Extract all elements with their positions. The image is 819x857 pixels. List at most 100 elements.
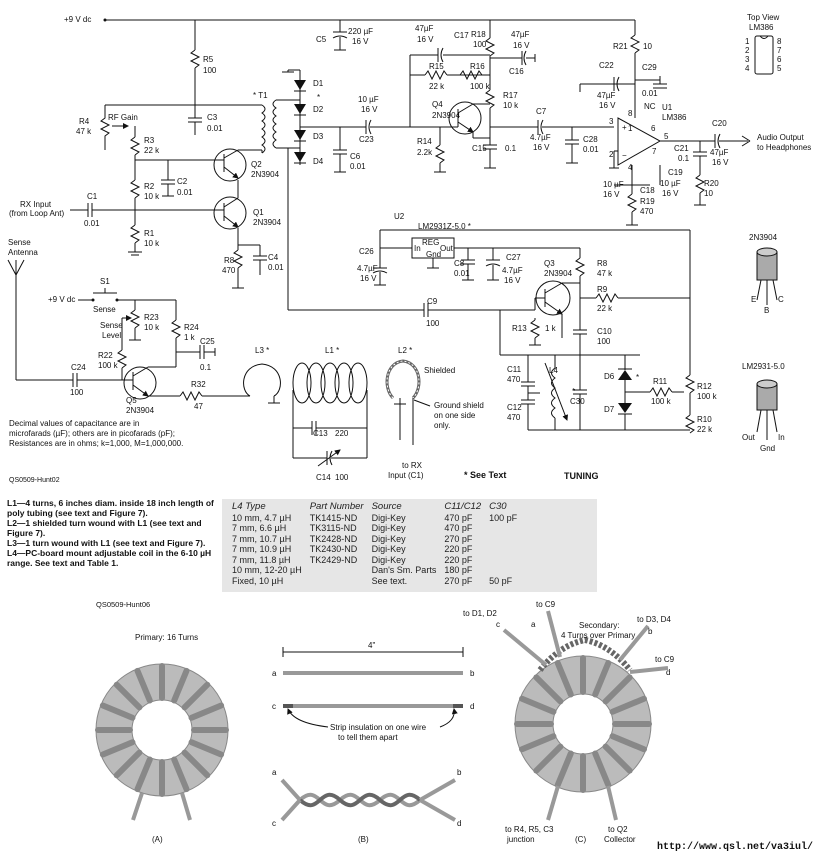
svg-text:R11: R11 (653, 377, 668, 386)
note-l2: L2—1 shielded turn wound with L1 (see te… (7, 518, 202, 538)
svg-text:+: + (622, 123, 627, 132)
r21-section: R21 10 C22 47µF 16 V C29 0.01 (579, 20, 667, 118)
svg-text:16 V: 16 V (360, 274, 377, 283)
table-cell: 7 mm, 10.9 µH (232, 544, 292, 554)
svg-text:2N3904: 2N3904 (251, 170, 280, 179)
svg-text:TUNING: TUNING (564, 471, 599, 481)
c4-capacitor: C4 0.01 (238, 244, 284, 275)
svg-text:C26: C26 (359, 247, 374, 256)
q2-transistor: Q2 2N3904 (213, 148, 280, 182)
svg-text:10 µF: 10 µF (603, 180, 624, 189)
svg-text:c: c (496, 620, 500, 629)
svg-text:R9: R9 (597, 285, 608, 294)
r8-emitter: R8 470 (222, 249, 244, 289)
svg-text:1 k: 1 k (545, 324, 557, 333)
svg-text:NC: NC (644, 102, 656, 111)
svg-text:470: 470 (222, 266, 236, 275)
svg-text:4: 4 (745, 64, 750, 73)
svg-text:L3 *: L3 * (255, 346, 269, 355)
svg-text:LM2931-5.0: LM2931-5.0 (742, 362, 785, 371)
svg-text:to D1, D2: to D1, D2 (463, 609, 497, 618)
table-cell: TK1415-ND (309, 512, 358, 523)
lm386-pinout: Top View LM386 1 2 3 4 8 7 6 5 (745, 13, 782, 75)
svg-text:R8: R8 (224, 256, 235, 265)
svg-text:2N3904: 2N3904 (253, 218, 282, 227)
svg-text:junction: junction (506, 835, 535, 844)
winding-turn (602, 674, 633, 705)
svg-text:0.01: 0.01 (84, 219, 100, 228)
svg-text:16 V: 16 V (513, 41, 530, 50)
svg-text:C12: C12 (507, 403, 522, 412)
svg-text:100: 100 (70, 388, 84, 397)
winding-turn (181, 749, 211, 779)
svg-text:d: d (470, 702, 474, 711)
svg-text:R21: R21 (613, 42, 628, 51)
svg-text:Q4: Q4 (432, 100, 443, 109)
c20-output: C20 47µF 16 V Audio Output to Headphones (700, 119, 811, 167)
svg-text:R24: R24 (184, 323, 199, 332)
svg-text:10 k: 10 k (503, 101, 519, 110)
table-cell: 270 pF (444, 575, 473, 586)
supply-rail: +9 V dc (64, 15, 635, 24)
c23-capacitor: 10 µF 16 V C23 (358, 95, 455, 144)
table-cell: 470 pF (444, 523, 473, 533)
svg-text:R20: R20 (704, 179, 719, 188)
svg-text:C10: C10 (597, 327, 612, 336)
c2-capacitor: C2 0.01 (161, 160, 193, 197)
svg-text:a: a (531, 620, 536, 629)
svg-text:*: * (572, 387, 575, 396)
svg-text:Q3: Q3 (544, 259, 555, 268)
svg-text:c: c (272, 819, 276, 828)
svg-text:to Q2: to Q2 (608, 825, 628, 834)
svg-text:0.01: 0.01 (350, 162, 366, 171)
svg-text:to D3, D4: to D3, D4 (637, 615, 671, 624)
svg-text:Secondary:: Secondary: (579, 621, 619, 630)
c5-capacitor: C5 220 µF 16 V (316, 20, 373, 51)
svg-text:In: In (778, 433, 785, 442)
svg-text:220 µF: 220 µF (348, 27, 373, 36)
table-cell: TK2428-ND (309, 533, 358, 544)
svg-text:(A): (A) (152, 835, 163, 844)
svg-text:C9: C9 (427, 297, 438, 306)
table-cell (306, 565, 368, 576)
svg-text:L2 *: L2 * (398, 346, 412, 355)
svg-text:D2: D2 (313, 105, 324, 114)
svg-text:Decimal values of capacitance: Decimal values of capacitance are in (9, 419, 139, 428)
table-cell: 270 pF (444, 533, 473, 544)
svg-text:7: 7 (777, 46, 782, 55)
table-cell: Fixed, 10 µH (232, 575, 284, 586)
u2-regulator: U2 LM2931Z-5.0 * REG In Out Gnd C26 4.7µ… (357, 212, 690, 286)
svg-text:C29: C29 (642, 63, 657, 72)
svg-text:16 V: 16 V (352, 37, 369, 46)
winding-turn (188, 739, 225, 758)
svg-text:c: c (272, 702, 276, 711)
svg-text:4.7µF: 4.7µF (357, 264, 378, 273)
svg-text:100 k: 100 k (470, 82, 491, 91)
svg-text:Q1: Q1 (253, 208, 264, 217)
table-cell: Digi-Key (371, 554, 406, 565)
svg-text:C: C (778, 295, 784, 304)
svg-text:C2: C2 (177, 177, 188, 186)
svg-text:16 V: 16 V (361, 105, 378, 114)
svg-text:C19: C19 (668, 168, 683, 177)
zobel-network: C21 0.1 R20 10 (674, 141, 719, 206)
toroid-a: Primary: 16 Turns (A) (95, 633, 229, 844)
svg-text:Top View: Top View (747, 13, 780, 22)
table-cell (485, 534, 521, 545)
winding-turn (554, 750, 574, 788)
svg-text:microfarads (µF); others are i: microfarads (µF); others are in picofara… (9, 429, 175, 438)
table-cell: 7 mm, 11.8 µH (232, 554, 291, 565)
svg-text:0.01: 0.01 (177, 188, 193, 197)
svg-text:*: * (636, 373, 639, 382)
svg-text:4 Turns over Primary: 4 Turns over Primary (561, 631, 635, 640)
svg-text:2N3904: 2N3904 (432, 111, 461, 120)
svg-text:R2: R2 (144, 182, 155, 191)
q5-transistor: Q5 2N3904 R24 1 k C25 0.1 R32 47 (100, 300, 250, 415)
svg-text:QS0509-Hunt02: QS0509-Hunt02 (9, 477, 60, 484)
figure-code: QS0509-Hunt06 (96, 600, 151, 609)
svg-text:0.1: 0.1 (200, 363, 212, 372)
table-cell: See text. (371, 575, 408, 586)
svg-text:RF Gain: RF Gain (108, 113, 138, 122)
svg-text:47 k: 47 k (597, 269, 613, 278)
